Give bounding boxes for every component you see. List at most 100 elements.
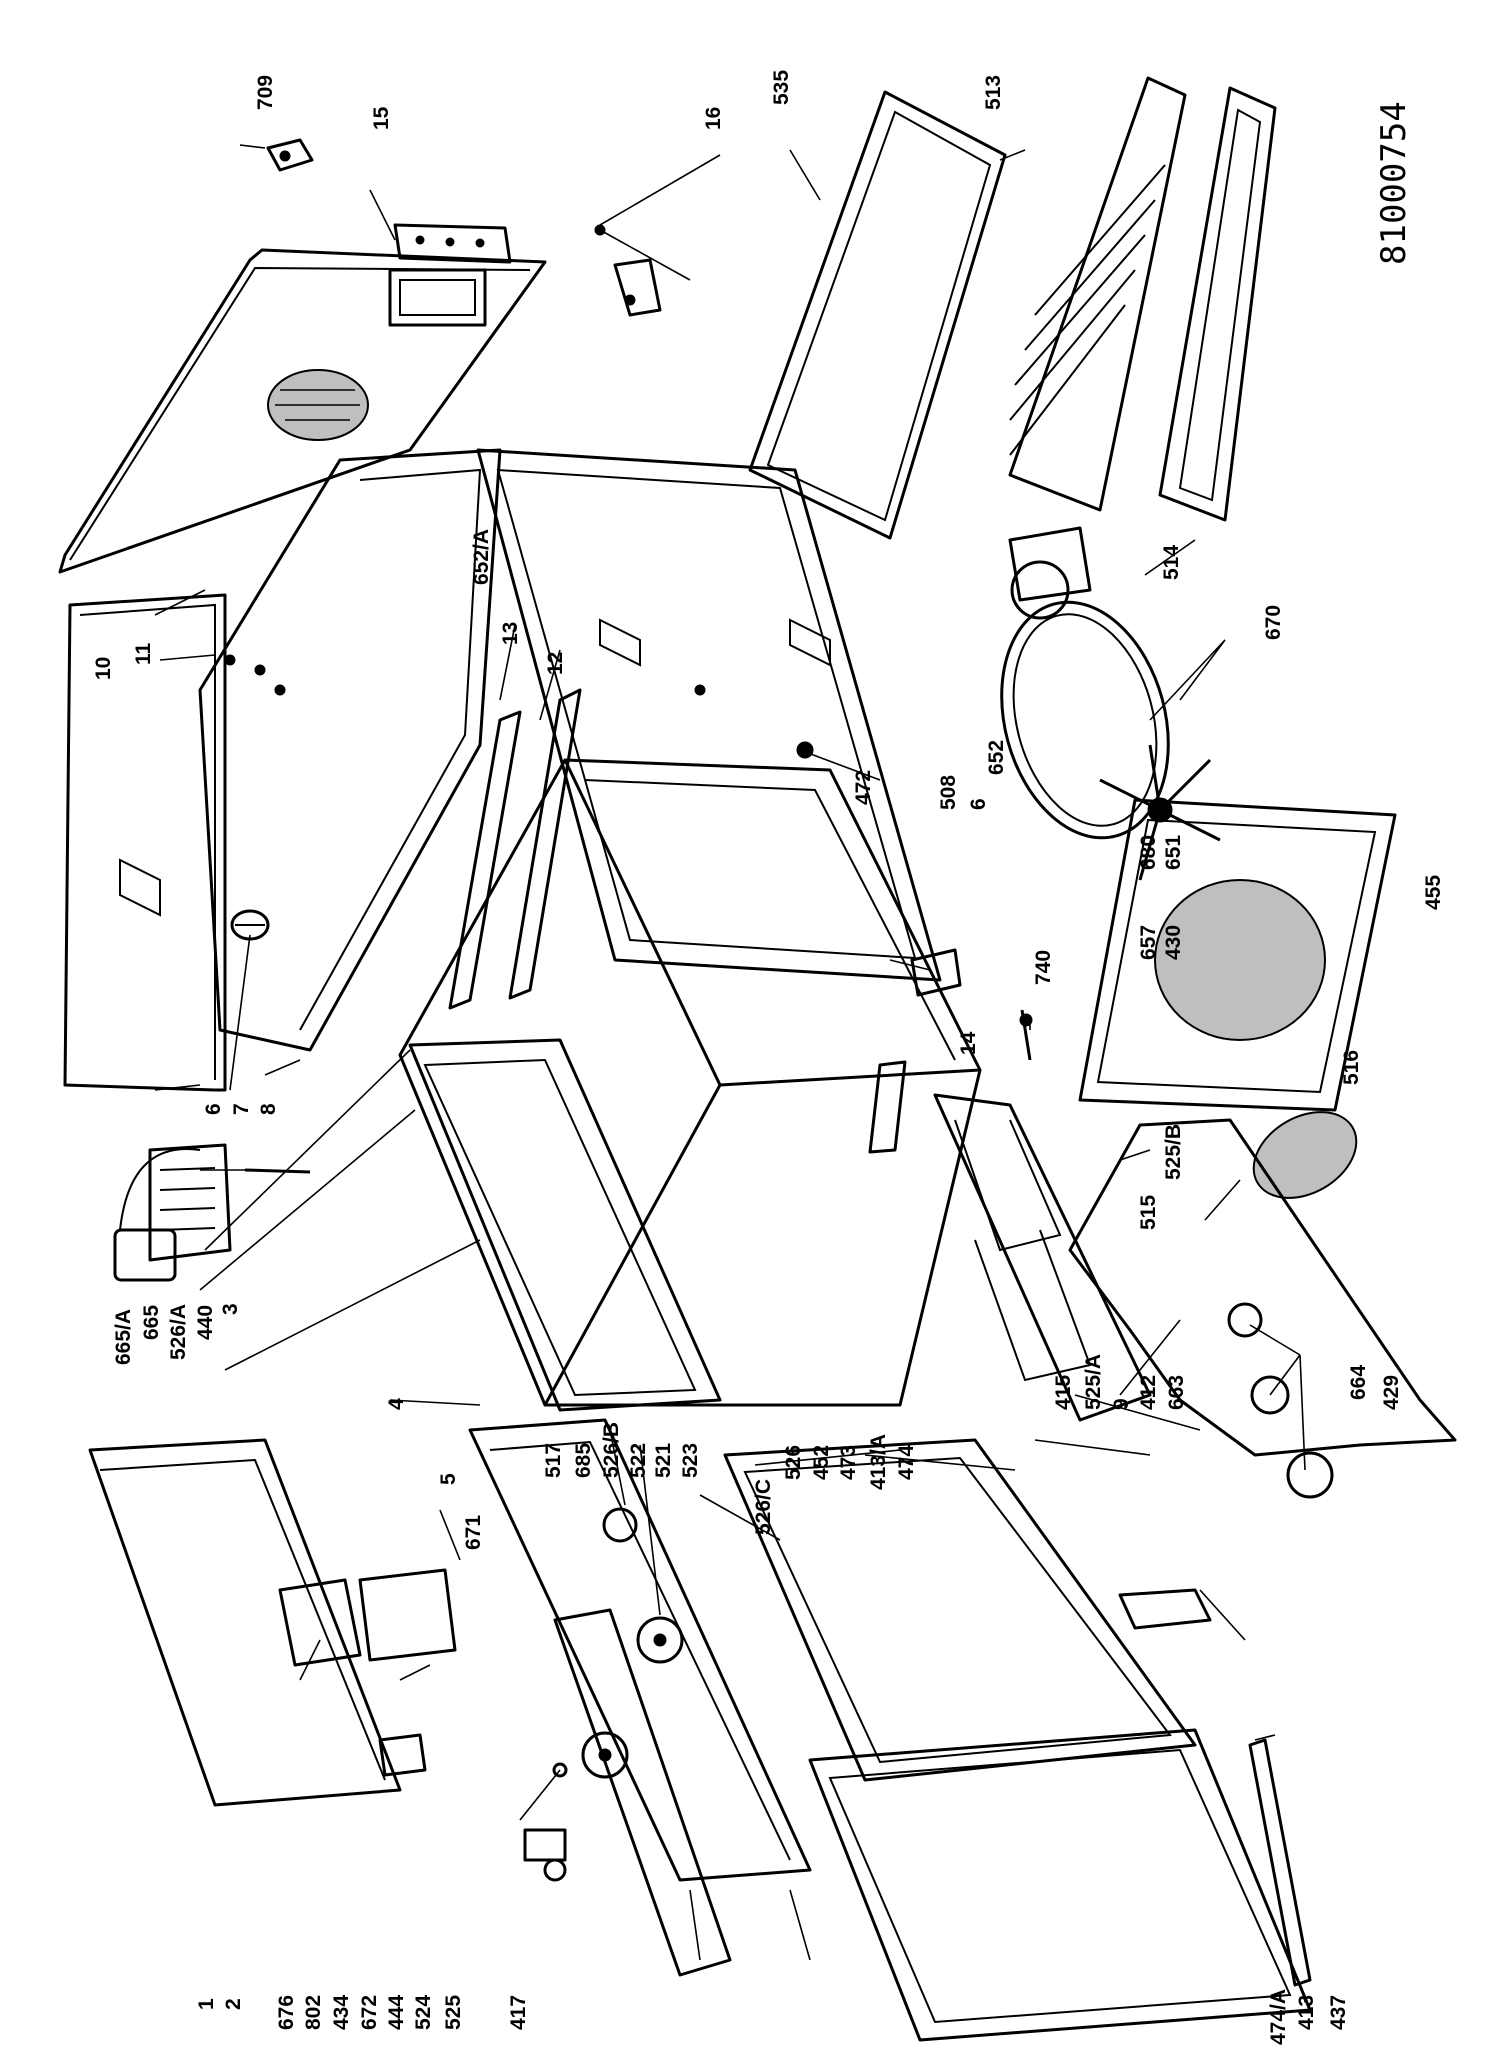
part-label-13: 13 [499,622,522,645]
part-label-664: 664 [1347,1365,1370,1400]
part-709-clip [266,138,314,172]
part-label-740: 740 [1032,950,1055,985]
part-label-802: 802 [302,1995,325,2030]
part-label-413: 413 [1295,1995,1318,2030]
part-label-535: 535 [770,70,793,105]
part-label-524: 524 [412,1995,435,2030]
part-670-fan-motor [1008,526,1092,620]
part-2-timer-frame [278,1578,362,1667]
part-oven-cavity [398,758,982,1407]
leader-lines [154,144,1306,1961]
part-label-434: 434 [330,1995,353,2030]
part-label-514: 514 [1160,545,1183,580]
part-label-15: 15 [370,106,393,130]
part-label-5: 5 [437,1473,460,1485]
part-label-663: 663 [1165,1375,1188,1410]
part-label-3: 3 [219,1303,242,1315]
part-label-412: 412 [1137,1375,1160,1410]
part-16-hinge-bracket [594,224,691,317]
part-label-652: 652 [985,740,1008,775]
part-6-left-side-panel [63,593,227,1092]
part-label-437: 437 [1327,1995,1350,2030]
part-672-switch [552,1762,568,1778]
part-label-525b: 525/B [1162,1124,1185,1180]
part-12-13-rails [448,688,582,1010]
part-label-444: 444 [385,1995,408,2030]
part-label-517: 517 [542,1443,565,1478]
part-label-665a: 665/A [112,1309,135,1365]
part-label-670: 670 [1262,605,1285,640]
part-label-685: 685 [572,1443,595,1478]
part-526-door-inner [723,1438,1197,1782]
part-525-handle [553,1608,732,1977]
part-3-4-front-frame [408,1038,722,1412]
part-label-11: 11 [132,642,155,665]
part-label-526b: 526/B [600,1422,623,1478]
part-525b-grill-element [933,1093,1152,1422]
part-label-508: 508 [937,775,960,810]
part-label-526: 526 [782,1445,805,1480]
part-513-wire-shelf [1008,76,1187,512]
part-label-676: 676 [275,1995,298,2030]
part-11-top-panel [198,448,502,1052]
part-10-side-panel [58,248,547,574]
part-508-hinge [910,948,962,997]
drawing-reference-number: 81000754 [1374,101,1414,265]
part-455-lamp-cover [1252,1111,1358,1199]
part-label-430: 430 [1162,925,1185,960]
part-label-7: 7 [230,1103,253,1115]
part-430-back-panel [1078,798,1397,1112]
part-label-2: 2 [222,1998,245,2010]
part-label-6: 6 [202,1103,225,1115]
part-label-9: 9 [1110,1398,1133,1410]
part-label-652a: 652/A [470,529,493,585]
part-label-672: 672 [358,1995,381,2030]
part-label-473: 473 [837,1445,860,1480]
part-label-525: 525 [442,1995,465,2030]
part-label-452: 452 [810,1445,833,1480]
part-521-knob [636,1616,684,1664]
part-676-timer [358,1568,457,1662]
part-7-bracket [230,909,270,941]
part-label-474a: 474/A [1267,1989,1290,2045]
part-label-521: 521 [652,1443,675,1478]
part-label-651: 651 [1162,835,1185,870]
part-label-516: 516 [1340,1050,1363,1085]
part-437-hinge [1118,1588,1212,1630]
part-14-bracket [868,1060,907,1154]
part-label-12: 12 [544,652,567,675]
part-label-417: 417 [507,1995,530,2030]
part-label-657: 657 [1137,925,1160,960]
part-472-screw [796,741,814,759]
part-652-circular-element [1000,600,1170,840]
part-label-1: 1 [195,1998,218,2010]
part-label-515: 515 [1137,1195,1160,1230]
part-474a-door-rail [1248,1738,1312,1987]
part-label-526a: 526/A [167,1304,190,1360]
part-label-513: 513 [982,75,1005,110]
part-label-10: 10 [92,657,115,680]
part-label-413a: 413/A [867,1434,890,1490]
part-label-415: 415 [1052,1375,1075,1410]
part-1-control-cover [88,1438,402,1807]
part-665-selector-switch [113,1143,232,1282]
part-label-440: 440 [194,1305,217,1340]
part-444-lamp [523,1828,567,1862]
part-label-16: 16 [702,107,725,130]
part-label-671: 671 [462,1515,485,1550]
part-label-429: 429 [1380,1375,1403,1410]
part-417-door-glass [808,1728,1312,2042]
part-802-cover [378,1733,427,1777]
part-535-tray [748,90,1007,540]
part-label-472: 472 [852,770,875,805]
part-label-523: 523 [679,1443,702,1478]
part-label-522: 522 [627,1443,650,1478]
part-440-rod [244,1168,311,1174]
part-label-8: 8 [257,1103,280,1115]
part-label-665: 665 [140,1305,163,1340]
part-524-knob-cap [543,1858,567,1882]
part-label-474: 474 [895,1445,918,1480]
part-label-526c: 526/C [752,1479,775,1535]
